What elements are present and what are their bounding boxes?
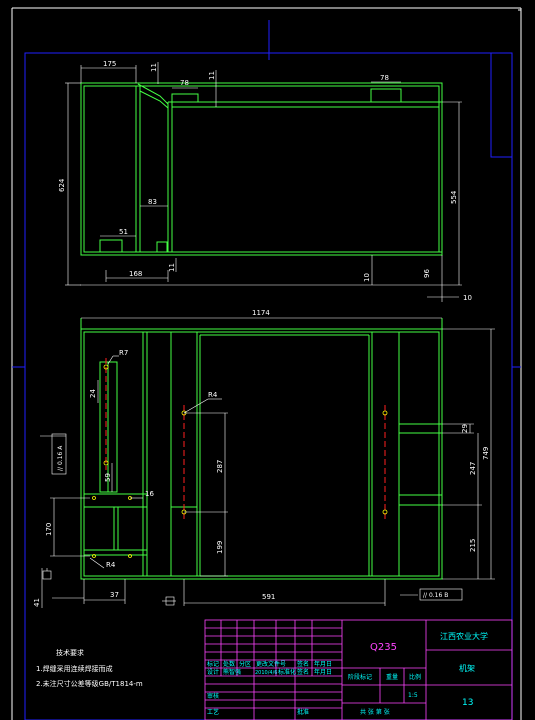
technical-notes: 技术要求 1.焊缝采用连续焊接而成 2.未注尺寸公差等级GB/T1814-m (36, 648, 143, 688)
dim-199: 199 (216, 541, 224, 554)
svg-text:重量: 重量 (386, 673, 398, 681)
svg-text:标准化: 标准化 (278, 668, 296, 676)
svg-text:处数: 处数 (223, 660, 235, 668)
dim-247: 247 (469, 462, 477, 475)
title-block-headers: 标记 处数 分区 更改文件号 签名 年月日 (207, 660, 332, 668)
title-block (204, 619, 513, 720)
dim-r4-top: R4 (208, 391, 218, 399)
dim-10-a: 10 (363, 273, 371, 282)
datum-marker-a (42, 568, 52, 580)
dim-287: 287 (216, 460, 224, 473)
tolerance-frame-left: // 0.16 A (51, 433, 67, 475)
dim-37: 37 (110, 591, 119, 599)
svg-text:审核: 审核 (207, 692, 219, 700)
title-sheets: 共 张 第 张 (360, 708, 390, 716)
front-view-centerlines (105, 358, 386, 520)
title-school: 江西农业大学 (440, 631, 488, 641)
title-block-labels: 阶段标记 重量 比例 审核 工艺 批准 (207, 673, 421, 716)
tolerance-frame-right: // 0.16 B (419, 588, 463, 601)
title-material: Q235 (370, 642, 397, 653)
svg-text:标记: 标记 (207, 660, 219, 668)
top-view-dimension-lines (65, 62, 462, 302)
dim-51: 51 (119, 228, 128, 236)
title-block-design-row: 设计 熊智强 2010/4/6 标准化 签名 年月日 (207, 668, 332, 676)
svg-text:分区: 分区 (239, 660, 251, 668)
dim-170: 170 (45, 523, 53, 536)
svg-text:2010/4/6: 2010/4/6 (255, 670, 277, 676)
front-view-dimension-lines (40, 317, 495, 608)
title-part-name: 机架 (459, 663, 475, 673)
notes-title: 技术要求 (56, 648, 84, 657)
dim-1174: 1174 (252, 309, 270, 317)
dim-16: 16 (145, 490, 154, 498)
dim-175: 175 (103, 60, 116, 68)
dim-554: 554 (450, 190, 458, 204)
dim-41: 41 (33, 598, 41, 607)
dim-r4-bottom: R4 (106, 561, 116, 569)
svg-text:签名: 签名 (297, 668, 309, 676)
svg-text:// 0.16 A: // 0.16 A (57, 445, 64, 471)
dim-11-top: 11 (150, 63, 158, 72)
dim-r7: R7 (119, 349, 128, 357)
title-scale: 1:5 (408, 692, 418, 699)
svg-text:更改文件号: 更改文件号 (256, 660, 286, 668)
svg-text:设计: 设计 (207, 668, 219, 676)
dim-83: 83 (148, 198, 157, 206)
dim-78-left: 78 (180, 79, 189, 87)
title-drawing-no: 13 (462, 698, 473, 708)
dim-78-right: 78 (380, 74, 389, 82)
notes-line-1: 1.焊缝采用连续焊接而成 (36, 664, 113, 673)
dim-749: 749 (482, 447, 490, 460)
dim-168: 168 (129, 270, 142, 278)
dim-10-b: 10 (463, 294, 472, 302)
front-view-holes (92, 364, 388, 558)
dim-59: 59 (104, 473, 112, 482)
dim-96: 96 (423, 269, 431, 278)
dim-215: 215 (469, 539, 477, 552)
dim-11-mid: 11 (208, 71, 216, 80)
notes-line-2: 2.未注尺寸公差等级GB/T1814-m (36, 679, 143, 688)
top-view-outline (80, 82, 443, 256)
dim-11-bottom: 11 (168, 263, 176, 272)
svg-text:阶段标记: 阶段标记 (348, 673, 372, 681)
svg-text:签名: 签名 (297, 660, 309, 668)
svg-text:// 0.16 B: // 0.16 B (423, 592, 448, 599)
svg-text:比例: 比例 (409, 673, 421, 681)
sheet-frame (11, 7, 522, 720)
svg-text:熊智强: 熊智强 (223, 668, 241, 676)
datum-marker-b (165, 596, 175, 606)
dim-24: 24 (89, 389, 97, 398)
drawing-border (12, 20, 521, 720)
svg-text:年月日: 年月日 (314, 660, 332, 668)
svg-text:批准: 批准 (297, 708, 309, 716)
svg-text:工艺: 工艺 (207, 708, 219, 716)
svg-text:年月日: 年月日 (314, 668, 332, 676)
dim-29: 29 (461, 424, 469, 433)
dim-591: 591 (262, 593, 275, 601)
dim-624: 624 (58, 178, 66, 192)
front-view-outline (80, 318, 443, 580)
